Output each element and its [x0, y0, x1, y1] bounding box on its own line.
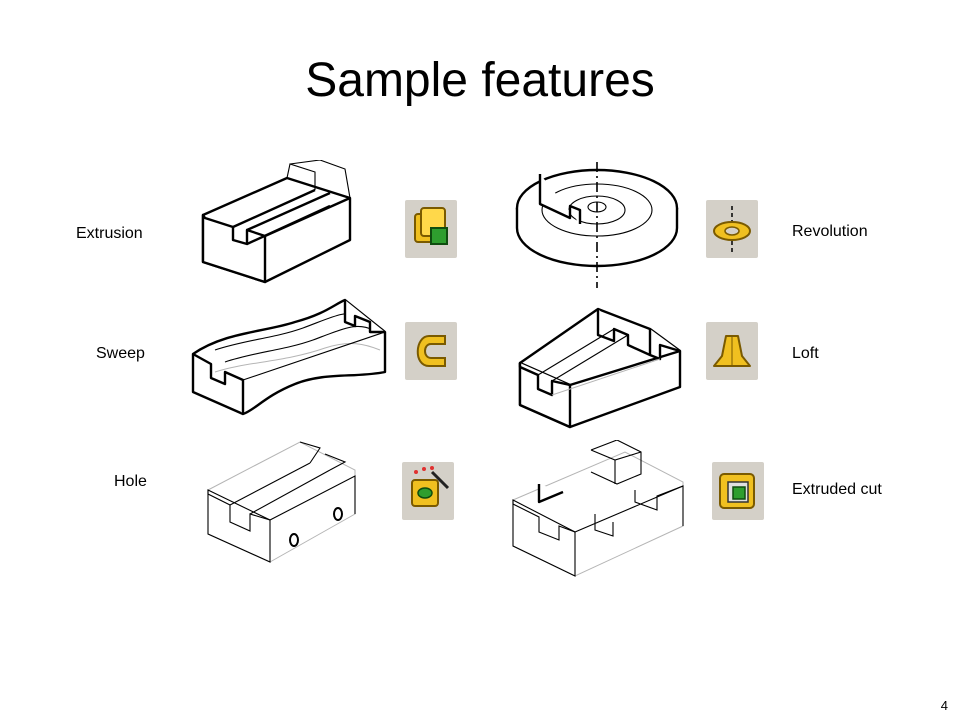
sweep-icon[interactable]	[405, 322, 457, 380]
label-extrusion: Extrusion	[76, 225, 143, 242]
revolve-icon[interactable]	[706, 200, 758, 258]
page-number: 4	[940, 698, 948, 713]
extruded-cut-icon[interactable]	[712, 462, 764, 520]
revolution-drawing	[515, 162, 679, 288]
label-sweep: Sweep	[96, 345, 145, 362]
label-revolution: Revolution	[792, 223, 868, 240]
label-loft: Loft	[792, 345, 819, 362]
hole-wizard-icon[interactable]	[402, 462, 454, 520]
loft-drawing	[518, 307, 682, 429]
extrusion-drawing	[201, 160, 352, 284]
extrude-boss-icon[interactable]	[405, 200, 457, 258]
extruded-cut-drawing	[512, 440, 684, 577]
label-hole: Hole	[114, 473, 147, 490]
loft-icon[interactable]	[706, 322, 758, 380]
hole-drawing	[207, 441, 356, 563]
label-extruded-cut: Extruded cut	[792, 481, 882, 498]
sweep-drawing	[191, 298, 387, 416]
slide-title: Sample features	[305, 54, 655, 107]
